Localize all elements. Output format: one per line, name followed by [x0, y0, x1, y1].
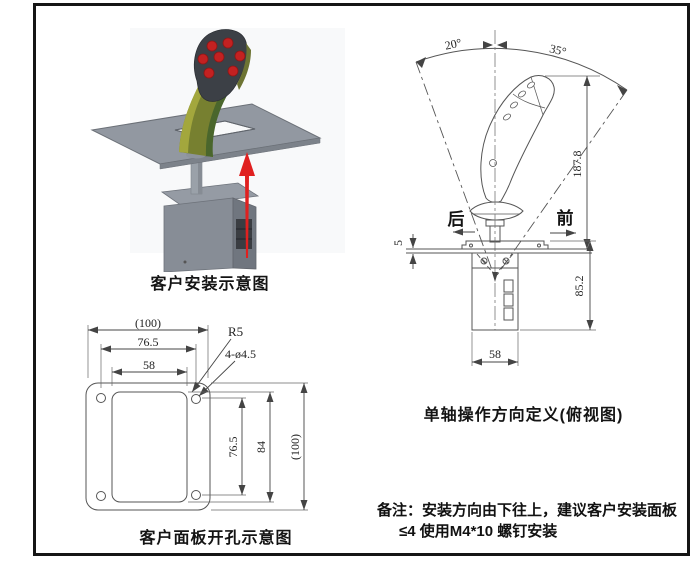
red-up-arrow-icon — [239, 152, 255, 258]
note-line-1: 备注：安装方向由下往上，建议客户安装面板 — [377, 502, 678, 519]
joystick-boot — [469, 201, 524, 221]
handle-buttons — [197, 37, 246, 79]
joystick-base-box — [160, 182, 260, 272]
tilt-fan — [415, 41, 628, 279]
dim-outer-height: (100) — [288, 434, 302, 460]
dim-hole-pitch-h: 76.5 — [138, 335, 159, 349]
mounting-panel — [90, 103, 322, 170]
joystick-outline-drawing — [469, 75, 555, 243]
rear-direction-label: 后 — [448, 210, 465, 229]
angle-label-left: 20° — [443, 35, 463, 52]
dim-cutout-height: 84 — [254, 441, 268, 453]
note-block: 备注：安装方向由下往上，建议客户安装面板 ≤4 使用M4*10 螺钉安装 — [377, 500, 695, 542]
mounting-holes — [96, 393, 201, 501]
holes-label: 4-ø4.5 — [225, 347, 256, 361]
dim-outer-width: (100) — [135, 316, 161, 330]
mounting-hole — [96, 491, 106, 501]
joystick-3d-handle — [179, 29, 251, 159]
base-connector — [236, 219, 252, 249]
dim-hole-pitch-v: 76.5 — [226, 437, 240, 458]
mounting-hole — [96, 393, 106, 403]
dim-cutout-width: 58 — [143, 358, 155, 372]
dim-under-panel-height: 85.2 — [572, 276, 586, 297]
direction-figure-caption: 单轴操作方向定义(俯视图) — [423, 407, 624, 424]
base-box-outline — [471, 252, 519, 331]
mounting-hole — [191, 490, 201, 500]
radius-label: R5 — [228, 324, 243, 339]
dimensions: 187.8 85.2 58 5 后 前 — [393, 75, 600, 366]
install-figure-caption: 客户安装示意图 — [150, 276, 270, 293]
panel-cutout-outline — [111, 391, 188, 503]
cutout-figure-image: (100) 76.5 58 R5 4-ø4.5 76.5 84 — [85, 316, 308, 511]
dim-panel-thickness: 5 — [393, 240, 405, 246]
mounting-hole — [191, 394, 201, 404]
front-direction-label: 前 — [557, 208, 574, 228]
dim-total-height: 187.8 — [570, 151, 584, 178]
panel-cross-section — [406, 240, 592, 254]
cutout-dimensions: (100) 76.5 58 R5 4-ø4.5 76.5 84 — [87, 316, 308, 511]
angle-label-right: 35° — [548, 41, 568, 59]
outer-flange-outline — [85, 382, 211, 511]
cutout-figure-caption: 客户面板开孔示意图 — [139, 530, 293, 547]
install-figure-image — [90, 28, 345, 272]
note-line-2: ≤4 使用M4*10 螺钉安装 — [399, 523, 558, 540]
dim-base-width: 58 — [489, 347, 501, 361]
direction-figure-image: 20° 35° — [393, 30, 628, 366]
